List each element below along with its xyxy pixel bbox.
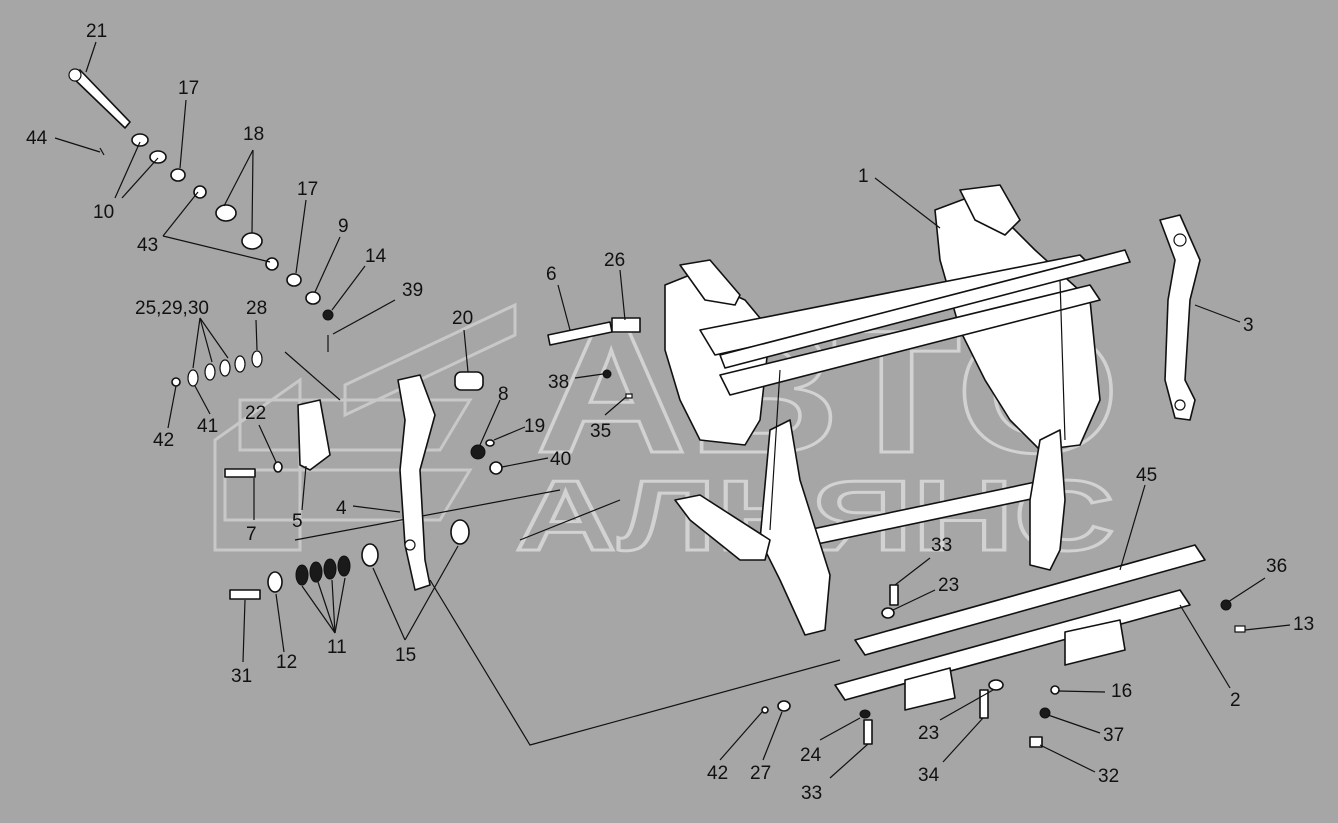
small-parts-8-19-40 bbox=[470, 439, 503, 475]
callout-25-29-30: 25,29,30 bbox=[135, 298, 209, 319]
callout-31: 31 bbox=[231, 666, 252, 687]
callout-18: 18 bbox=[243, 124, 264, 145]
callout-43: 43 bbox=[137, 235, 158, 256]
callout-45: 45 bbox=[1136, 465, 1157, 486]
callout-41: 41 bbox=[197, 416, 218, 437]
rail-45 bbox=[854, 544, 1206, 656]
callout-35: 35 bbox=[590, 421, 611, 442]
washer-stack-top bbox=[99, 133, 334, 352]
callout-4: 4 bbox=[336, 498, 347, 519]
part-4-lever bbox=[397, 374, 436, 591]
callout-33a: 33 bbox=[931, 535, 952, 556]
callout-13: 13 bbox=[1293, 614, 1314, 635]
callout-42b: 42 bbox=[707, 763, 728, 784]
callout-10: 10 bbox=[93, 202, 114, 223]
callout-9: 9 bbox=[338, 216, 349, 237]
callout-32: 32 bbox=[1098, 766, 1119, 787]
callout-39: 39 bbox=[402, 280, 423, 301]
watermark-logo-mark bbox=[213, 302, 517, 552]
callout-14: 14 bbox=[365, 246, 387, 267]
callout-15: 15 bbox=[395, 645, 416, 666]
callout-23b: 23 bbox=[918, 723, 939, 744]
callout-37: 37 bbox=[1103, 725, 1124, 746]
callout-22: 22 bbox=[245, 403, 266, 424]
callout-8: 8 bbox=[498, 384, 509, 405]
bottom-fasteners bbox=[761, 584, 1246, 748]
callout-44: 44 bbox=[26, 128, 48, 149]
callout-36: 36 bbox=[1266, 556, 1287, 577]
callout-17b: 17 bbox=[297, 179, 318, 200]
pin-and-spring bbox=[547, 317, 641, 399]
callout-7: 7 bbox=[246, 524, 257, 545]
callout-5: 5 bbox=[292, 511, 303, 532]
callout-38: 38 bbox=[548, 372, 569, 393]
callout-3: 3 bbox=[1243, 315, 1254, 336]
bolt-31-stack bbox=[229, 519, 470, 600]
rail-2 bbox=[834, 589, 1191, 711]
callout-40: 40 bbox=[550, 449, 571, 470]
callout-2: 2 bbox=[1230, 690, 1241, 711]
callout-17a: 17 bbox=[178, 78, 199, 99]
part-5-bracket bbox=[297, 399, 331, 471]
callout-6: 6 bbox=[546, 264, 557, 285]
callout-21: 21 bbox=[86, 21, 107, 42]
callout-16: 16 bbox=[1111, 681, 1132, 702]
callout-26: 26 bbox=[604, 250, 625, 271]
part-3-arm bbox=[1159, 214, 1201, 421]
callout-27: 27 bbox=[750, 763, 771, 784]
leader-lines bbox=[54, 41, 1291, 779]
o-rings-left bbox=[171, 350, 263, 387]
callout-1: 1 bbox=[858, 166, 869, 187]
part-21-bolt bbox=[68, 68, 131, 129]
callout-23a: 23 bbox=[938, 575, 959, 596]
callout-34: 34 bbox=[918, 765, 940, 786]
part-20-bushing bbox=[454, 371, 484, 391]
bolt-7 bbox=[224, 461, 283, 478]
callout-33b: 33 bbox=[801, 783, 822, 804]
callout-28: 28 bbox=[246, 298, 267, 319]
callout-labels: 21 44 17 10 18 43 17 9 14 39 25,29,30 28… bbox=[26, 21, 1314, 804]
callout-24: 24 bbox=[800, 745, 822, 766]
callout-11: 11 bbox=[327, 637, 347, 658]
callout-12: 12 bbox=[276, 652, 297, 673]
callout-20: 20 bbox=[452, 308, 473, 329]
guide-lines bbox=[284, 351, 841, 746]
callout-19: 19 bbox=[524, 416, 545, 437]
main-frame bbox=[664, 184, 1131, 636]
callout-42a: 42 bbox=[153, 430, 174, 451]
